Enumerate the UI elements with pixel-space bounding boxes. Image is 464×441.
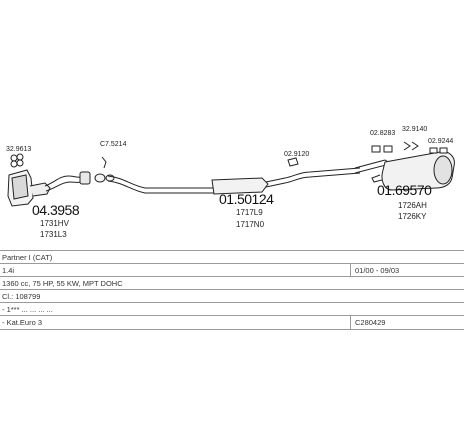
small-parts-drawing xyxy=(10,141,448,169)
mid-ref-2: 1717N0 xyxy=(236,220,265,229)
cat-part-number: 04.3958 xyxy=(32,202,80,218)
exhaust-system-diagram xyxy=(7,141,455,207)
spec-row: 1360 cc, 75 HP, 55 KW, MPT DOHC xyxy=(0,276,464,290)
spec-row: Partner I (CAT) xyxy=(0,250,464,264)
rear-part-number: 01.69570 xyxy=(377,182,432,198)
mid-part-number: 01.50124 xyxy=(219,191,274,207)
front-clamp-drawing xyxy=(94,173,115,183)
rear-hanger-b-number: 32.9140 xyxy=(402,126,428,133)
catalytic-converter-drawing xyxy=(7,159,91,207)
spec-emission: - Kat.Euro 3 xyxy=(2,318,43,327)
spec-engine: 1.4i xyxy=(2,266,15,275)
spec-row: - Kat.Euro 3 C280429 xyxy=(0,315,464,330)
rear-hanger-a-number: 02.8283 xyxy=(370,130,396,137)
cat-ref-2: 1731L3 xyxy=(40,230,67,239)
front-clamp-number: C7.5214 xyxy=(100,141,127,148)
spec-power: 1360 cc, 75 HP, 55 KW, MPT DOHC xyxy=(2,279,123,288)
spec-dates: 01/00 - 09/03 xyxy=(355,266,400,275)
spec-engine-codes: - 1*** ... ... ... ... xyxy=(2,305,53,314)
spec-row: Cl.: 108799 xyxy=(0,289,464,303)
mid-hanger-number: 02.9120 xyxy=(284,151,310,158)
rear-ref-2: 1726KY xyxy=(398,212,427,221)
spec-model: Partner I (CAT) xyxy=(2,253,53,262)
rear-hanger-c-number: 02.9244 xyxy=(428,138,454,145)
cat-ref-1: 1731HV xyxy=(40,219,69,228)
mid-ref-1: 1717L9 xyxy=(236,208,263,217)
spec-row: 1.4i 01/00 - 09/03 xyxy=(0,263,464,277)
middle-pipe-drawing xyxy=(107,167,361,195)
spec-code: C280429 xyxy=(355,318,386,327)
spec-class: Cl.: 108799 xyxy=(2,292,41,301)
spec-row: - 1*** ... ... ... ... xyxy=(0,302,464,316)
rear-silencer-drawing xyxy=(354,151,455,191)
cat-clamp-number: 32.9613 xyxy=(6,146,32,153)
rear-ref-1: 1726AH xyxy=(398,201,427,210)
